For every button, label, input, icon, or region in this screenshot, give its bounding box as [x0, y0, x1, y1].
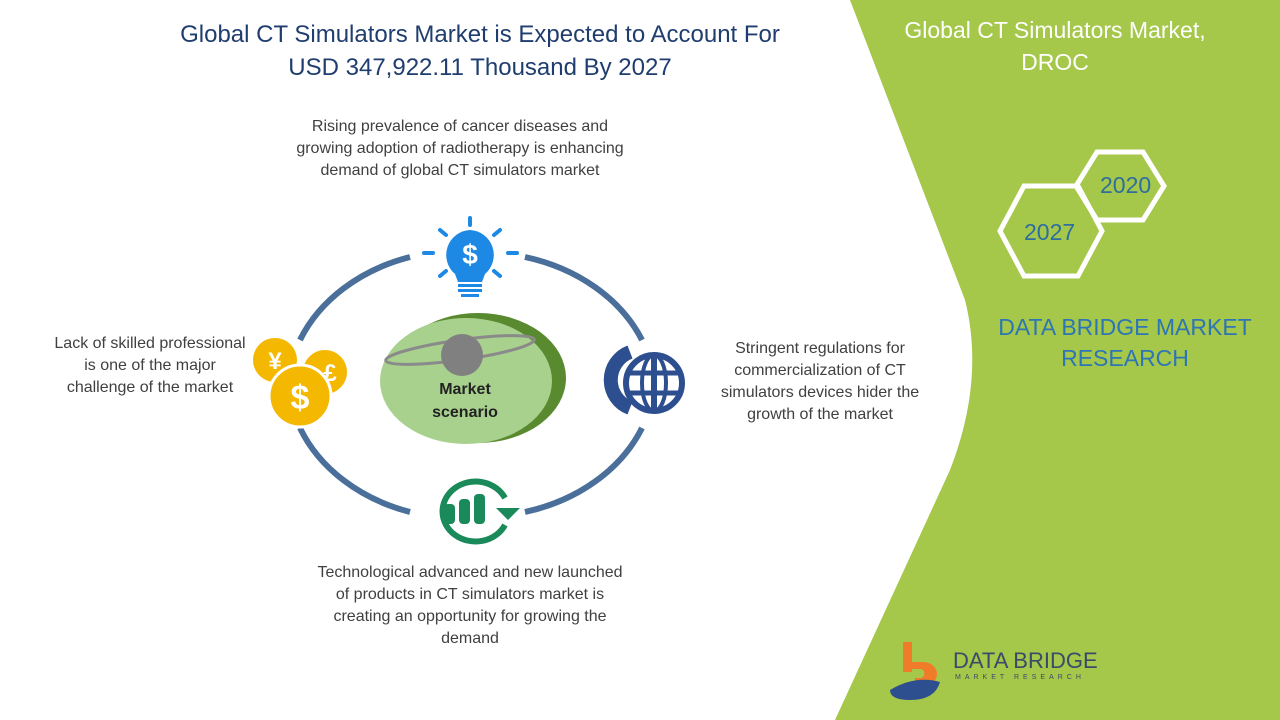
center-label-line-2: scenario — [432, 404, 498, 421]
brand-name: DATA BRIDGE MARKET RESEARCH — [985, 312, 1265, 374]
company-logo: DATA BRIDGE MARKET RESEARCH — [885, 640, 1105, 705]
brand-line-2: RESEARCH — [1061, 345, 1189, 371]
phone-globe-icon — [603, 345, 685, 415]
svg-text:$: $ — [291, 379, 310, 417]
page-title: Global CT Simulators Market is Expected … — [150, 18, 810, 84]
ring-arc-bottom-left — [297, 426, 411, 515]
center-label-line-1: Market — [439, 381, 491, 398]
restraints-text: Stringent regulations for commercializat… — [720, 340, 920, 423]
logo-mark-icon — [890, 642, 940, 700]
svg-text:$: $ — [462, 239, 478, 270]
brand-line-1: DATA BRIDGE MARKET — [998, 314, 1252, 340]
svg-text:¥: ¥ — [268, 348, 282, 375]
title-line-2: USD 347,922.11 Thousand By 2027 — [288, 54, 672, 81]
center-label: Market scenario — [395, 378, 535, 424]
ring-arc-top-left — [297, 254, 411, 342]
opportunities-text: Technological advanced and new launched … — [317, 564, 623, 647]
side-panel-title: Global CT Simulators Market, DROC — [880, 14, 1230, 78]
currency-coins-icon: ¥ £ $ — [253, 338, 349, 429]
challenges-text: Lack of skilled professional is one of t… — [54, 335, 246, 396]
side-title-line-2: DROC — [1021, 49, 1089, 75]
drivers-text: Rising prevalence of cancer diseases and… — [296, 118, 624, 179]
year-start-label: 2020 — [1100, 172, 1152, 198]
lightbulb-dollar-icon: $ — [422, 216, 519, 297]
cycle-ring: $ ¥ £ $ — [253, 216, 685, 545]
side-title-line-1: Global CT Simulators Market, — [904, 17, 1206, 43]
hexagon-2027 — [997, 183, 1105, 279]
year-end-label: 2027 — [1024, 219, 1076, 245]
logo-text: DATA BRIDGE — [953, 648, 1098, 673]
ring-arc-top-right — [524, 254, 645, 342]
logo-subtext: MARKET RESEARCH — [955, 674, 1085, 681]
title-line-1: Global CT Simulators Market is Expected … — [180, 21, 780, 48]
year-hexagons — [997, 149, 1167, 279]
market-scenario-globe — [380, 313, 566, 444]
growth-chart-refresh-icon — [439, 478, 520, 545]
ring-arc-bottom-right — [524, 426, 645, 515]
